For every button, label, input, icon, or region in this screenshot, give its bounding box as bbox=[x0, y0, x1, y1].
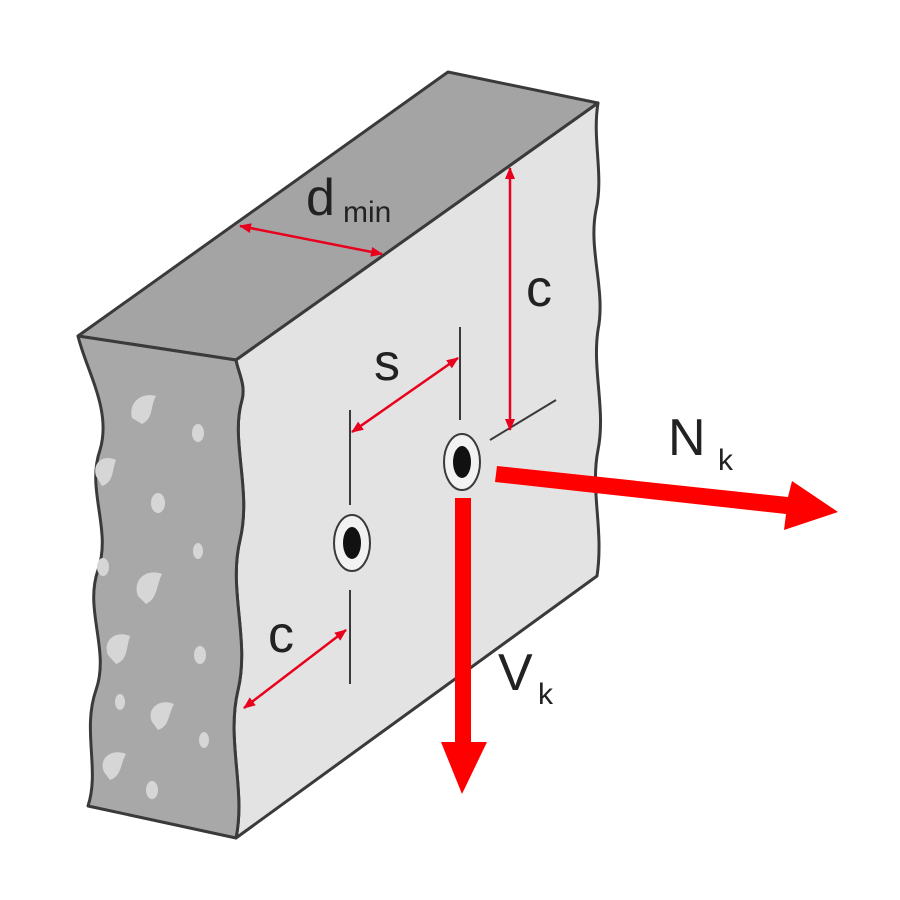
label-c-top: c bbox=[526, 260, 552, 318]
dimension-s bbox=[351, 356, 459, 434]
label-Vk: V bbox=[498, 644, 533, 702]
label-s: s bbox=[374, 334, 400, 392]
anchor-hole-icon bbox=[443, 433, 481, 491]
arrow-Vk bbox=[441, 498, 487, 794]
dimension-c-bottom bbox=[243, 629, 347, 709]
load-arrows bbox=[441, 466, 838, 794]
label-d-min-subscript: min bbox=[343, 196, 391, 229]
label-Nk-subscript: k bbox=[718, 444, 734, 477]
extension-line-top-edge bbox=[489, 399, 557, 441]
block-side-face bbox=[76, 334, 246, 840]
concrete-block bbox=[76, 70, 603, 840]
label-Nk: N bbox=[668, 409, 706, 467]
dimension-lines bbox=[239, 167, 515, 709]
label-Vk-subscript: k bbox=[538, 678, 554, 711]
extension-lines bbox=[349, 327, 557, 684]
dimension-d-min bbox=[239, 223, 383, 257]
aggregate-pebbles bbox=[95, 395, 209, 799]
label-c-bottom: c bbox=[268, 606, 294, 664]
arrow-Nk bbox=[495, 466, 838, 530]
label-d-min: d bbox=[306, 169, 335, 227]
anchor-hole-icon bbox=[333, 514, 371, 572]
